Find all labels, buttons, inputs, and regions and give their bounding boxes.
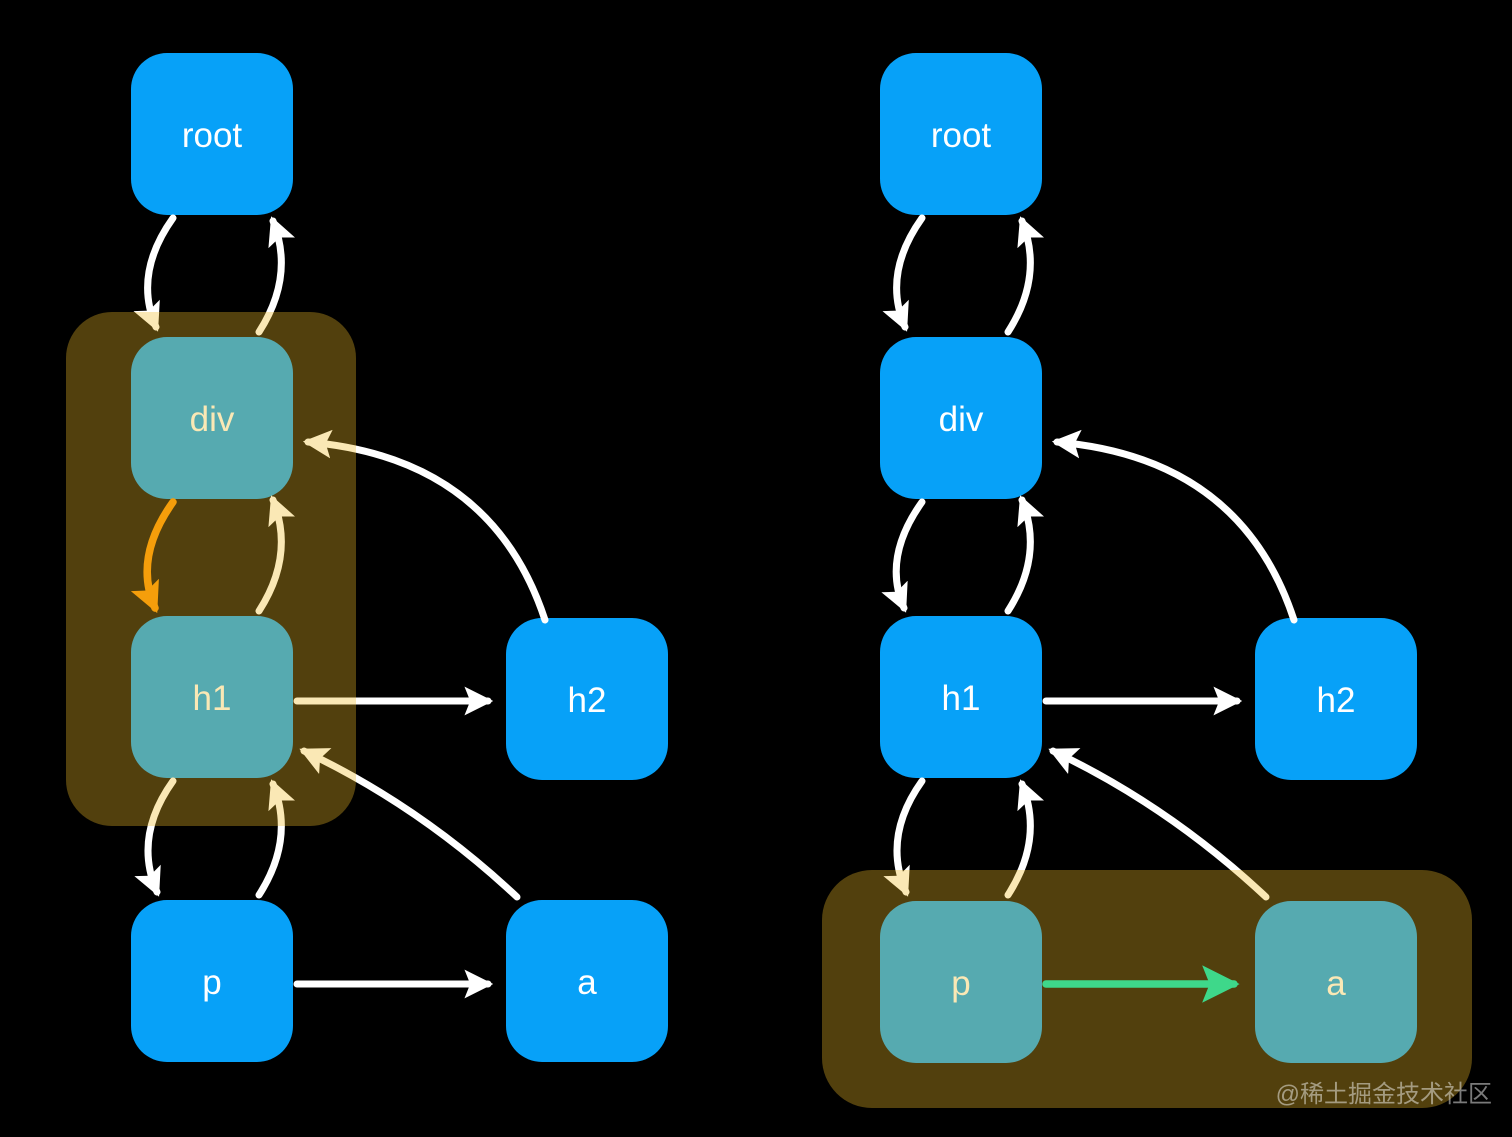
right-node-div	[880, 337, 1042, 499]
left-node-h1	[131, 616, 293, 778]
left-arrow-root-to-div	[133, 214, 177, 332]
right-arrow-h2-to-div	[1051, 429, 1298, 624]
left-arrow-a-to-h1	[299, 747, 521, 901]
right-node-p-label: p	[951, 964, 970, 1003]
right-node-root	[880, 53, 1042, 215]
left-arrow-p-to-h1	[255, 779, 296, 899]
left-node-root-label: root	[182, 116, 243, 155]
right-highlight-region	[822, 870, 1472, 1108]
right-arrow-p-to-h1	[1004, 779, 1045, 899]
left-arrow-h1-to-div	[255, 495, 296, 615]
right-arrow-h1-to-div	[1004, 495, 1045, 615]
right-node-h1	[880, 616, 1042, 778]
right-node-h2-label: h2	[1317, 681, 1356, 720]
right-arrow-a-to-h1	[1048, 747, 1270, 901]
right-arrow-div-to-h1	[881, 498, 926, 613]
node-boxes	[131, 53, 1417, 1063]
right-node-div-label: div	[939, 400, 984, 439]
watermark-text: @稀土掘金技术社区	[1276, 1081, 1492, 1108]
right-node-h1-label: h1	[942, 679, 981, 718]
left-node-div-label: div	[190, 400, 235, 439]
node-labels: root div h1 p h2 a root div h1 p h2 a	[182, 116, 1356, 1003]
left-node-div	[131, 337, 293, 499]
right-arrow-h1-to-p	[883, 777, 926, 897]
left-arrow-div-to-h1-active-orange	[130, 498, 177, 614]
left-node-h2-label: h2	[568, 681, 607, 720]
left-arrow-div-to-root	[255, 216, 296, 336]
right-arrow-root-to-div	[882, 214, 926, 332]
right-arrow-div-to-root	[1004, 216, 1045, 336]
left-node-h2	[506, 618, 668, 780]
pointer-arrows	[133, 214, 1298, 999]
left-arrow-h2-to-div	[302, 429, 549, 624]
left-node-h1-label: h1	[193, 679, 232, 718]
right-node-a-label: a	[1326, 964, 1346, 1003]
left-arrow-h1-to-p	[134, 777, 177, 897]
left-node-a-label: a	[577, 963, 597, 1002]
left-node-root	[131, 53, 293, 215]
right-node-h2	[1255, 618, 1417, 780]
right-node-a	[1255, 901, 1417, 1063]
left-node-a	[506, 900, 668, 1062]
left-highlight-region	[66, 312, 356, 826]
right-node-root-label: root	[931, 116, 992, 155]
left-node-p-label: p	[202, 963, 221, 1002]
left-node-p	[131, 900, 293, 1062]
right-node-p	[880, 901, 1042, 1063]
